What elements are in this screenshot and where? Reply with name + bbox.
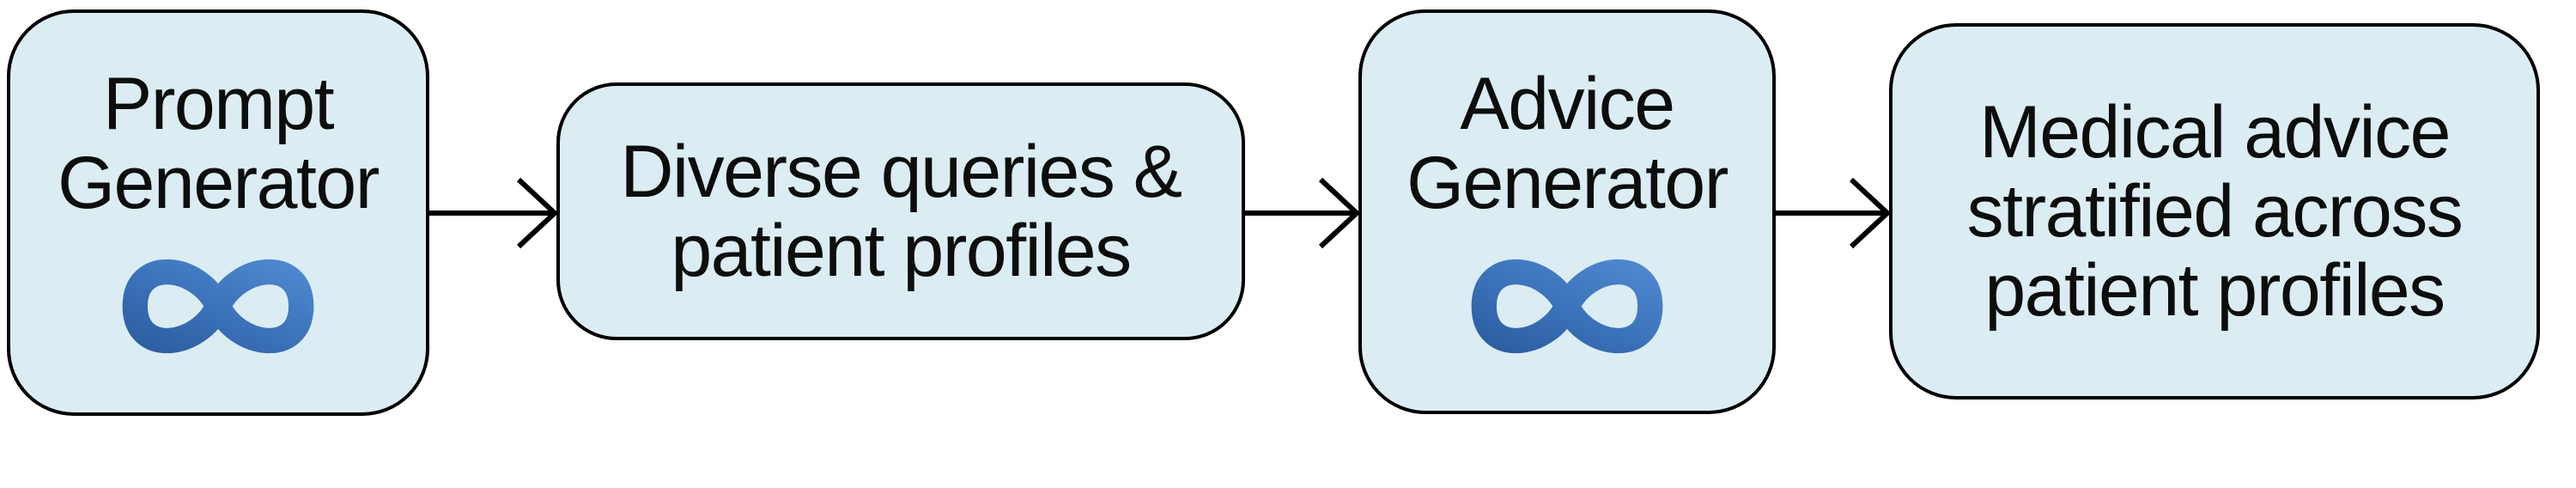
node-advice-generator: Advice Generator xyxy=(1358,9,1776,414)
node-label-line: Medical advice xyxy=(1979,91,2451,174)
node-label-line: Generator xyxy=(1406,142,1728,224)
node-label-line: Diverse queries & xyxy=(620,131,1182,213)
arrow-group xyxy=(429,177,1892,249)
node-label-line: Prompt xyxy=(102,63,335,145)
node-label-line: patient profiles xyxy=(1984,249,2445,332)
node-label-line: Advice xyxy=(1460,63,1675,145)
node-medical-advice-output: Medical advice stratified across patient… xyxy=(1889,23,2540,400)
arrow-prompt-to-queries xyxy=(429,177,559,249)
node-label-line: patient profiles xyxy=(671,210,1132,292)
meta-logo-icon xyxy=(1471,259,1663,354)
node-label-line: stratified across xyxy=(1966,170,2464,253)
node-prompt-generator: Prompt Generator xyxy=(7,9,429,416)
arrow-queries-to-advice xyxy=(1245,177,1361,249)
arrow-advice-to-output xyxy=(1776,177,1892,249)
node-diverse-queries: Diverse queries & patient profiles xyxy=(556,82,1245,340)
node-label-line: Generator xyxy=(58,142,380,224)
meta-logo-icon xyxy=(122,259,314,354)
